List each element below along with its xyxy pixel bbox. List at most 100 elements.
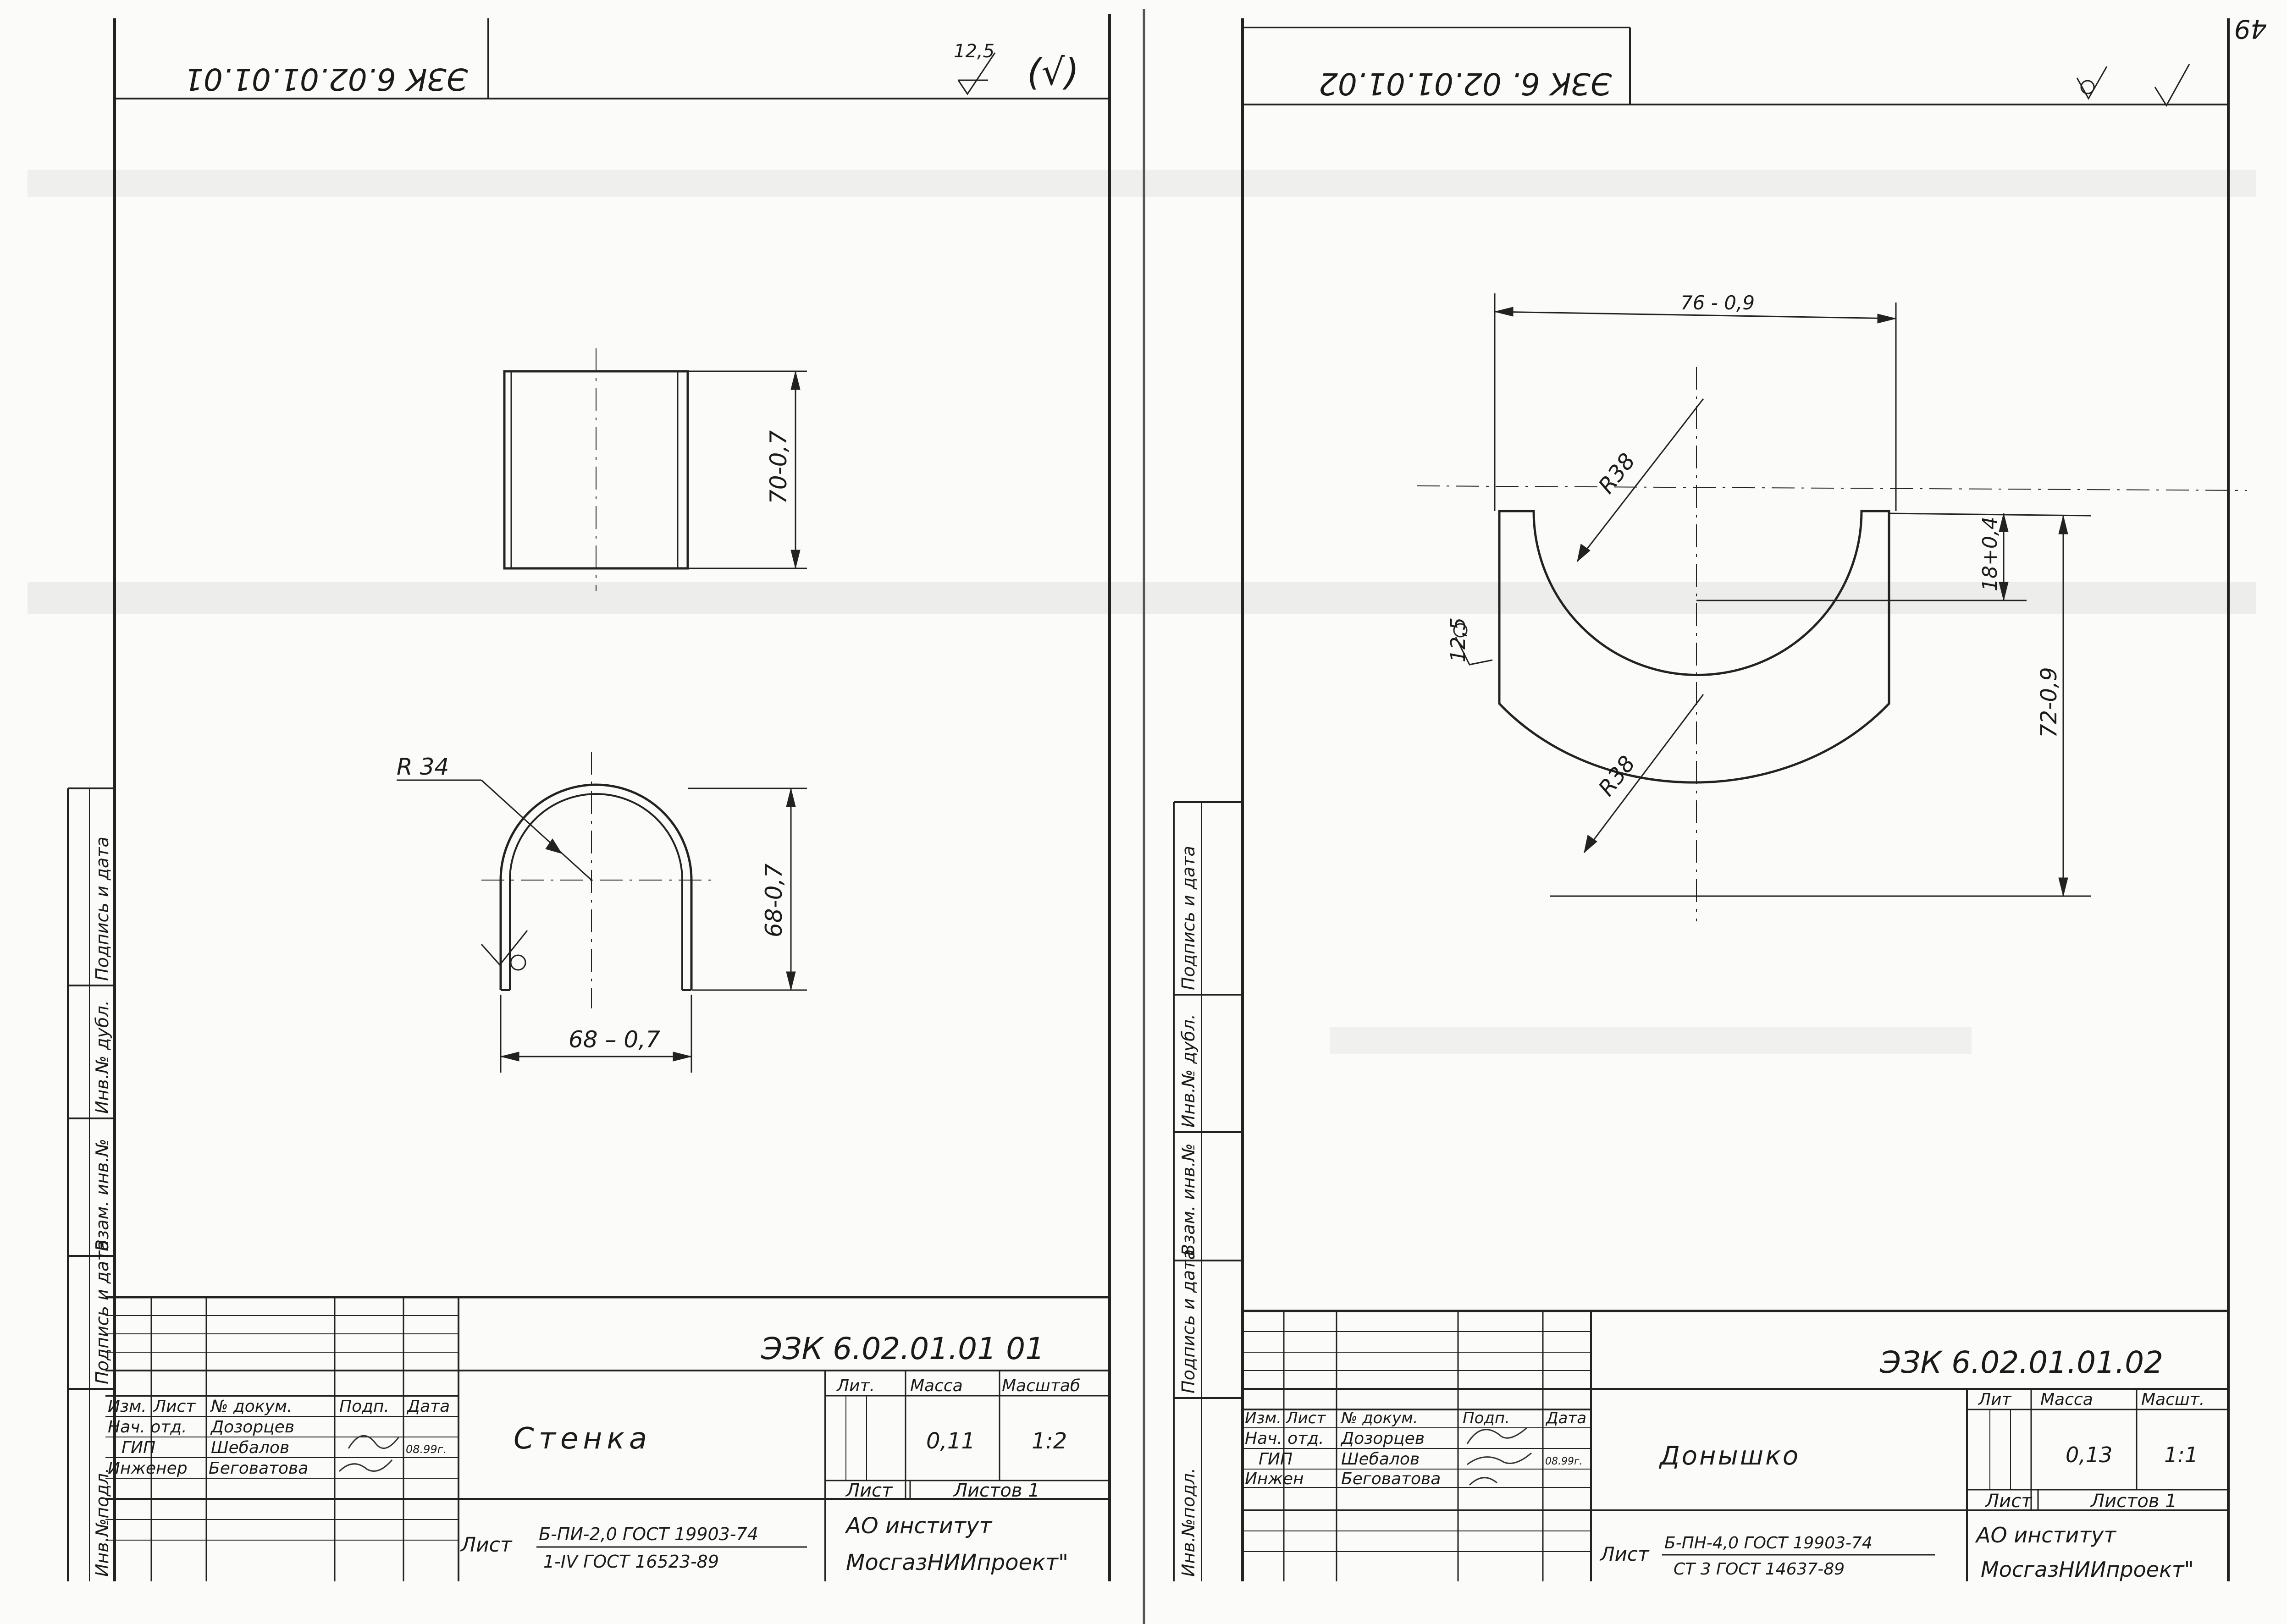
header-sign: Подп.: [1463, 1409, 1510, 1427]
person-1: Дозорцев: [1340, 1429, 1425, 1448]
mass-label: Масса: [2040, 1390, 2093, 1409]
roughness-check-circle: [2080, 80, 2095, 94]
header-doc: № докум.: [210, 1397, 292, 1416]
roughness-symbol: [481, 930, 528, 966]
dimension-line: [1494, 311, 1896, 319]
mass-value: 0,11: [926, 1428, 975, 1454]
left-sheet: [67, 14, 1111, 1581]
dim-radius-top: R38: [1593, 448, 1640, 498]
person-3: Беговатова: [209, 1459, 308, 1478]
scale-label: Масшт.: [2141, 1390, 2204, 1409]
scale-value: 1:1: [2164, 1442, 2198, 1467]
mass-value: 0,13: [2066, 1442, 2112, 1467]
mass-label: Масса: [910, 1376, 963, 1395]
sheets-label: Листов 1: [953, 1480, 1040, 1501]
scale-label: Масштаб: [1002, 1376, 1080, 1395]
dimension-arrows: [790, 371, 801, 569]
role-2: ГИП: [122, 1438, 155, 1457]
role-1: Нач. отд.: [108, 1418, 187, 1437]
side-label-signature-date: Подпись и дата: [1178, 1249, 1199, 1393]
roughness-paren: (√): [1027, 51, 1079, 94]
dimension-arrows: [500, 1051, 692, 1062]
wall-profile-inner: [509, 793, 683, 990]
wall-profile-outer: [499, 783, 693, 990]
title-name: Стенка: [514, 1422, 652, 1456]
radius-leader: [481, 779, 592, 881]
header-sign: Подп.: [339, 1397, 389, 1416]
dimension-arrows: [1494, 307, 1896, 324]
material-line-2: СТ 3 ГОСТ 14637-89: [1674, 1560, 1845, 1579]
header-date: Дата: [406, 1397, 450, 1416]
scan-noise-band: [1330, 1027, 1972, 1054]
person-2: Шебалов: [211, 1438, 289, 1457]
person-1: Дозорцев: [210, 1418, 294, 1437]
role-2: ГИП: [1259, 1450, 1293, 1469]
material-line-2: 1-IV ГОСТ 16523-89: [543, 1552, 719, 1572]
axis-line: [1416, 485, 2247, 491]
side-label-inv-dubl: Инв.№ дубл.: [92, 1000, 112, 1114]
header-izm: Изм.: [1245, 1409, 1282, 1427]
lit-label: Лит.: [836, 1376, 875, 1395]
dim-depth: 18+0,4: [1978, 517, 2002, 591]
dimension-arrows: [1999, 513, 2009, 601]
roughness-value: 12,5: [1447, 617, 1470, 662]
side-label-vzam-inv: Взам. инв.№: [92, 1139, 112, 1251]
header-list: Лист: [1285, 1409, 1326, 1427]
radius-arrow: [1584, 835, 1597, 853]
bottom-plate-outline: [1498, 510, 1890, 784]
side-label-inv-dubl: Инв.№ дубл.: [1178, 1014, 1199, 1128]
roughness-check-symbol: [2154, 64, 2190, 107]
stamp-code: ЭЗК 6. 02.01.01.02: [1319, 66, 1612, 101]
org-line-2: МосгазНИИпроект": [846, 1550, 1068, 1575]
header-list: Лист: [153, 1397, 196, 1416]
header-date: Дата: [1545, 1409, 1586, 1427]
person-2: Шебалов: [1341, 1450, 1420, 1469]
right-sheet: [1173, 18, 2247, 1581]
dim-height-bottom: 68-0,7: [761, 864, 787, 937]
header-doc: № докум.: [1340, 1409, 1418, 1427]
person-3: Беговатова: [1341, 1470, 1441, 1488]
roughness-check-symbol: [957, 52, 996, 95]
dim-height-top: 70-0,7: [765, 430, 792, 504]
side-label-vzam-inv: Взам. инв.№: [1178, 1143, 1199, 1256]
side-label-signature-date: Подпись и дата: [92, 1240, 112, 1384]
sheets-label: Листов 1: [2090, 1491, 2177, 1512]
signature-scribble: [1466, 1427, 1532, 1486]
role-3: Инжен: [1245, 1470, 1304, 1488]
material-prefix: Лист: [460, 1533, 513, 1557]
material-prefix: Лист: [1599, 1543, 1650, 1565]
roughness-value: 12,5: [954, 41, 994, 62]
date-2: 08.99г.: [1545, 1456, 1583, 1467]
page-number: 49: [2234, 14, 2267, 44]
extension-line: [1889, 512, 2091, 517]
header-izm: Изм.: [108, 1397, 147, 1416]
lit-label: Лит: [1978, 1390, 2011, 1409]
role-1: Нач. отд.: [1245, 1429, 1324, 1448]
roughness-symbol: [1455, 637, 1493, 666]
side-label-signature-date-2: Подпись и дата: [92, 837, 112, 981]
date-2: 08.99г.: [406, 1443, 447, 1456]
role-3: Инженер: [108, 1459, 188, 1478]
signature-scribble: [338, 1435, 400, 1472]
dim-width-top: 76 - 0,9: [1680, 292, 1755, 314]
dimension-arrows: [2058, 515, 2068, 897]
org-line-1: АО институт: [1975, 1523, 2116, 1547]
side-label-signature-date-2: Подпись и дата: [1178, 846, 1199, 990]
scale-value: 1:2: [1032, 1428, 1067, 1454]
material-line-1: Б-ПН-4,0 ГОСТ 19903-74: [1664, 1534, 1873, 1552]
org-line-2: МосгазНИИпроект": [1981, 1557, 2194, 1582]
right-sheet-text: ЭЗК 6. 02.01.01.02 76 - 0,9 R38 18+0,4 7…: [1178, 66, 2204, 1582]
radius-arrow: [1577, 544, 1591, 562]
sheet-label: Лист: [1984, 1491, 2033, 1512]
radius-leader: [1583, 694, 1704, 853]
title-designation: ЭЗК 6.02.01.01 01: [761, 1331, 1044, 1366]
side-label-inv-podl: Инв.№подл.: [92, 1468, 112, 1577]
roughness-circle: [1453, 623, 1468, 638]
title-designation: ЭЗК 6.02.01.01.02: [1879, 1345, 2163, 1380]
scan-noise-band: [28, 170, 2256, 197]
org-line-1: АО институт: [845, 1513, 993, 1539]
dimension-arrows: [786, 788, 796, 991]
stamp-code: ЭЗК 6.02.01.01.01: [184, 61, 468, 97]
